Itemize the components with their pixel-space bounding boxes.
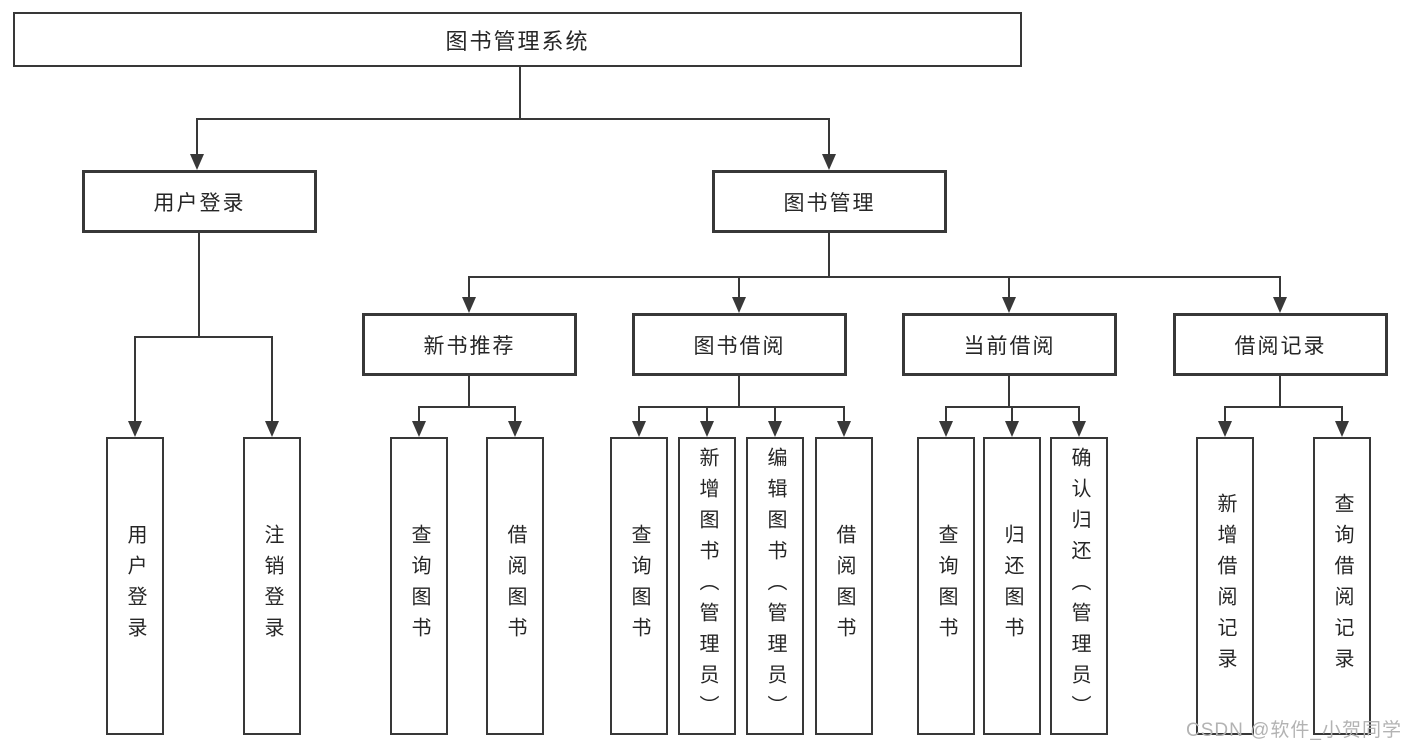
leaf-label: 查询图书 xyxy=(408,524,430,648)
connector-line xyxy=(843,406,845,423)
leaf-user-login: 用户登录 xyxy=(106,437,164,735)
connector-line xyxy=(738,276,740,299)
connector-line xyxy=(638,406,640,423)
leaf-label: 归还图书 xyxy=(1001,524,1023,648)
connector-line xyxy=(1008,376,1010,408)
arrow-down-icon xyxy=(822,154,836,170)
leaf-confirm-return-admin: 确认归还（管理员） xyxy=(1050,437,1108,735)
node-label: 借阅记录 xyxy=(1234,334,1327,358)
connector-line xyxy=(196,118,830,120)
connector-line xyxy=(1011,406,1013,423)
connector-line xyxy=(198,233,200,336)
leaf-edit-books-admin: 编辑图书（管理员） xyxy=(746,437,804,735)
arrow-down-icon xyxy=(1072,421,1086,437)
connector-line xyxy=(271,336,273,423)
connector-line xyxy=(1279,376,1281,408)
connector-line xyxy=(738,376,740,408)
arrow-down-icon xyxy=(768,421,782,437)
connector-line xyxy=(134,336,273,338)
connector-line xyxy=(1279,276,1281,299)
connector-line xyxy=(638,406,845,408)
leaf-query-books-current: 查询图书 xyxy=(917,437,975,735)
leaf-add-books-admin: 新增图书（管理员） xyxy=(678,437,736,735)
node-label: 图书管理系统 xyxy=(445,28,590,54)
connector-line xyxy=(1008,276,1010,299)
connector-line xyxy=(418,406,420,423)
arrow-down-icon xyxy=(837,421,851,437)
connector-line xyxy=(468,376,470,408)
leaf-query-borrow-record: 查询借阅记录 xyxy=(1313,437,1371,735)
leaf-logout: 注销登录 xyxy=(243,437,301,735)
node-new-book-recommend: 新书推荐 xyxy=(362,313,577,376)
leaf-borrow-books: 借阅图书 xyxy=(815,437,873,735)
arrow-down-icon xyxy=(1335,421,1349,437)
leaf-label: 新增借阅记录 xyxy=(1214,493,1236,679)
node-book-borrow: 图书借阅 xyxy=(632,313,847,376)
connector-line xyxy=(468,276,1281,278)
connector-line xyxy=(1078,406,1080,423)
node-label: 当前借阅 xyxy=(963,334,1056,358)
leaf-label: 借阅图书 xyxy=(504,524,526,648)
connector-line xyxy=(196,118,198,156)
arrow-down-icon xyxy=(462,297,476,313)
connector-line xyxy=(1341,406,1343,423)
leaf-return-books: 归还图书 xyxy=(983,437,1041,735)
leaf-label: 确认归还（管理员） xyxy=(1068,446,1090,726)
arrow-down-icon xyxy=(732,297,746,313)
connector-line xyxy=(828,233,830,278)
arrow-down-icon xyxy=(1273,297,1287,313)
connector-line xyxy=(468,276,470,299)
node-current-borrow: 当前借阅 xyxy=(902,313,1117,376)
leaf-query-books-borrow: 查询图书 xyxy=(610,437,668,735)
arrow-down-icon xyxy=(265,421,279,437)
arrow-down-icon xyxy=(1005,421,1019,437)
connector-line xyxy=(1224,406,1343,408)
connector-line xyxy=(828,118,830,156)
watermark: CSDN @软件_小贺同学 xyxy=(1186,720,1402,741)
arrow-down-icon xyxy=(632,421,646,437)
leaf-label: 注销登录 xyxy=(261,524,283,648)
node-label: 图书管理 xyxy=(783,191,876,215)
connector-line xyxy=(1224,406,1226,423)
arrow-down-icon xyxy=(939,421,953,437)
node-label: 新书推荐 xyxy=(423,334,516,358)
arrow-down-icon xyxy=(700,421,714,437)
leaf-add-borrow-record: 新增借阅记录 xyxy=(1196,437,1254,735)
node-label: 用户登录 xyxy=(153,191,246,215)
node-borrow-record: 借阅记录 xyxy=(1173,313,1388,376)
arrow-down-icon xyxy=(412,421,426,437)
connector-line xyxy=(134,336,136,423)
arrow-down-icon xyxy=(128,421,142,437)
leaf-label: 查询图书 xyxy=(628,524,650,648)
connector-line xyxy=(519,67,521,118)
leaf-label: 查询借阅记录 xyxy=(1331,493,1353,679)
leaf-query-books-recommend: 查询图书 xyxy=(390,437,448,735)
arrow-down-icon xyxy=(190,154,204,170)
connector-line xyxy=(418,406,516,408)
arrow-down-icon xyxy=(1002,297,1016,313)
node-user-login: 用户登录 xyxy=(82,170,317,233)
node-book-management: 图书管理 xyxy=(712,170,947,233)
leaf-borrow-books-recommend: 借阅图书 xyxy=(486,437,544,735)
connector-line xyxy=(774,406,776,423)
arrow-down-icon xyxy=(1218,421,1232,437)
connector-line xyxy=(706,406,708,423)
node-label: 图书借阅 xyxy=(693,334,786,358)
node-library-system: 图书管理系统 xyxy=(13,12,1022,67)
leaf-label: 查询图书 xyxy=(935,524,957,648)
leaf-label: 新增图书（管理员） xyxy=(696,446,718,726)
connector-line xyxy=(945,406,947,423)
leaf-label: 编辑图书（管理员） xyxy=(764,446,786,726)
leaf-label: 用户登录 xyxy=(124,524,146,648)
leaf-label: 借阅图书 xyxy=(833,524,855,648)
connector-line xyxy=(514,406,516,423)
arrow-down-icon xyxy=(508,421,522,437)
